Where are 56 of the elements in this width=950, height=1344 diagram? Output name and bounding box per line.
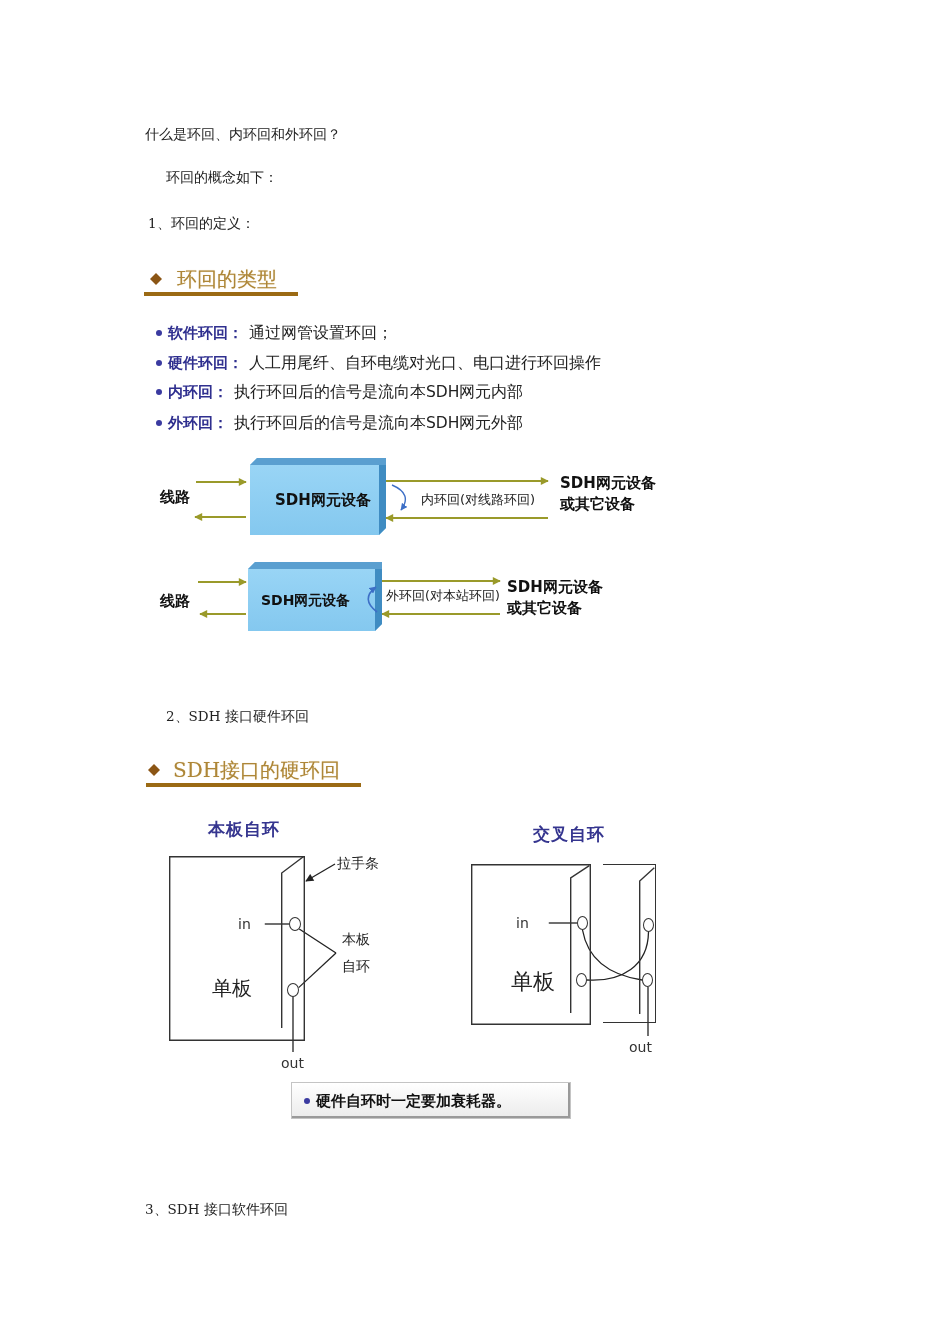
port-line (292, 996, 294, 1053)
loop-label: 内环回(对线路环回) (421, 492, 536, 508)
list-item: 外环回：执行环回后的信号是流向本SDH网元外部 (168, 413, 524, 433)
leader-line (298, 952, 337, 989)
signal-arrow (385, 477, 549, 485)
port-label: in (516, 915, 529, 931)
callout-label: 拉手条 (337, 855, 379, 872)
signal-arrow (194, 513, 247, 521)
note-text: 硬件自环时一定要加衰耗器。 (316, 1091, 511, 1110)
box-label: SDH网元设备 (275, 491, 371, 509)
figure-title: 本板自环 (208, 819, 280, 839)
list-item: 硬件环回：人工用尾纤、自环电缆对光口、电口进行环回操作 (168, 353, 601, 373)
leader-arrow (305, 863, 336, 882)
device-label: SDH网元设备或其它设备 (560, 473, 664, 515)
figure-title: 交叉自环 (533, 824, 605, 844)
question-text: 什么是环回、内环回和外环回？ (145, 126, 341, 142)
network-element-box (248, 562, 382, 631)
line-label: 线路 (160, 488, 190, 506)
signal-arrow (195, 478, 247, 486)
section-title: 3、SDH 接口软件环回 (145, 1201, 288, 1217)
signal-arrow (381, 577, 501, 585)
signal-arrow (197, 578, 247, 586)
circuit-board (169, 856, 305, 1041)
port-line (264, 923, 290, 925)
panel-strip (570, 865, 590, 1013)
network-element-box (250, 458, 386, 535)
section-title: 1、环回的定义： (148, 215, 255, 231)
loop-label: 外环回(对本站环回) (386, 588, 500, 604)
leader-line (298, 928, 337, 954)
section-heading: SDH接口的硬环回 (173, 758, 341, 782)
board-label: 单板 (212, 976, 252, 1000)
box-label: SDH网元设备 (261, 591, 351, 609)
port-line (647, 986, 649, 1037)
section-title: 2、SDH 接口硬件环回 (166, 708, 309, 724)
circuit-board (471, 864, 591, 1025)
callout-label: 本板自环 (342, 926, 374, 980)
section-heading: 环回的类型 (177, 267, 277, 291)
port-label: out (629, 1039, 652, 1055)
port-label: out (281, 1055, 304, 1071)
adjacent-board (603, 864, 656, 1023)
list-item: 软件环回：通过网管设置环回； (168, 323, 393, 343)
line-label: 线路 (160, 592, 190, 610)
port-line (548, 922, 578, 924)
port-label: in (238, 916, 251, 932)
panel-strip (281, 856, 304, 1028)
intro-text: 环回的概念如下： (166, 169, 278, 185)
board-label: 单板 (511, 969, 555, 995)
fiber-loop-line (586, 931, 650, 981)
signal-arrow (385, 514, 549, 522)
note-box (291, 1082, 571, 1119)
fiber-loop-line (581, 929, 643, 981)
device-label: SDH网元设备或其它设备 (507, 577, 611, 619)
signal-arrow (199, 610, 247, 618)
list-item: 内环回：执行环回后的信号是流向本SDH网元内部 (168, 382, 524, 402)
signal-arrow (381, 610, 501, 618)
panel-strip (639, 867, 655, 1014)
